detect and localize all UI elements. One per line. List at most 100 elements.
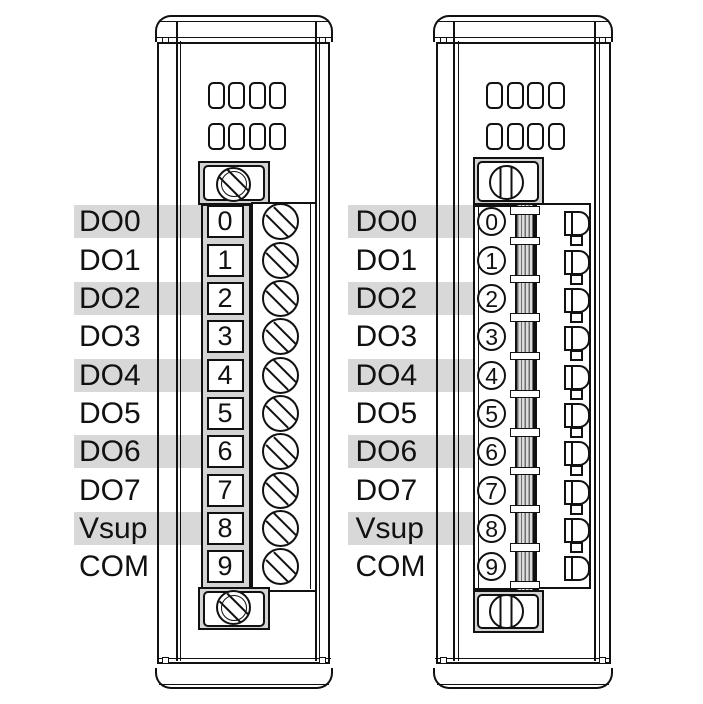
vent-slot — [506, 81, 524, 109]
connector-contact-icon — [563, 517, 590, 543]
terminal-number-circle: 8 — [477, 513, 507, 543]
terminal-screw-icon — [262, 471, 299, 509]
connector-key-icon — [569, 427, 583, 438]
captive-screw-icon — [488, 594, 524, 629]
clamp-tab — [509, 543, 540, 552]
terminal-number-circle: 0 — [477, 207, 507, 237]
signal-label: Vsup — [79, 511, 148, 545]
terminal-screw-icon — [262, 394, 299, 432]
connector-key-icon — [569, 235, 583, 247]
vent-slot — [547, 81, 565, 109]
terminal-number-circle: 4 — [477, 360, 507, 390]
module-top-cap — [154, 15, 333, 42]
terminal-screw-icon — [262, 509, 299, 547]
module-body — [157, 41, 330, 664]
connector-contact-icon — [563, 556, 590, 582]
module-bottom-cap — [154, 668, 333, 689]
terminal-number-circle: 7 — [477, 475, 507, 505]
terminal-number-cell: 5 — [206, 396, 244, 430]
signal-label: DO1 — [79, 243, 141, 277]
vent-slot — [486, 81, 503, 109]
captive-screw-icon — [216, 590, 251, 625]
captive-screw-icon — [488, 165, 524, 200]
signal-label-band — [74, 281, 203, 315]
terminal-number-cell: 0 — [206, 205, 244, 239]
vent-slot — [527, 123, 545, 150]
terminal-number-circle: 5 — [477, 398, 507, 428]
terminal-screw-icon — [262, 433, 299, 471]
terminal-screw-icon — [262, 279, 299, 317]
clamp-tab — [509, 389, 540, 399]
clamp-tab — [509, 504, 540, 514]
clamp-tab — [509, 274, 540, 284]
signal-label: DO7 — [355, 473, 418, 507]
terminal-number-circle: 9 — [477, 552, 507, 582]
signal-label-band — [74, 205, 203, 239]
terminal-number-circle: 1 — [477, 245, 507, 275]
signal-label: DO4 — [79, 358, 141, 392]
vent-slot — [248, 123, 266, 150]
signal-label: DO4 — [355, 358, 418, 392]
connector-contact-icon — [563, 479, 590, 505]
latch-clip — [440, 657, 447, 664]
signal-label: Vsup — [355, 511, 424, 545]
signal-label: DO5 — [355, 396, 418, 430]
signal-label: DO6 — [355, 435, 418, 469]
terminal-number-cell: 1 — [206, 243, 244, 277]
terminal-number-circle: 6 — [477, 437, 507, 467]
connector-key-icon — [569, 388, 583, 400]
connector-contact-icon — [563, 402, 590, 428]
clamp-tab — [509, 466, 540, 476]
connector-key-icon — [569, 503, 583, 515]
signal-label: COM — [355, 550, 426, 584]
captive-screw-icon — [216, 166, 251, 202]
latch-clip — [318, 657, 326, 664]
vent-slot — [248, 81, 266, 109]
signal-label: DO5 — [79, 396, 141, 430]
connector-contact-icon — [563, 364, 590, 390]
clamp-tab — [509, 580, 540, 589]
vent-slot — [527, 81, 545, 109]
clamp-tab — [509, 206, 540, 215]
terminal-number-circle: 2 — [477, 283, 507, 313]
terminal-screw-icon — [262, 356, 299, 394]
connector-contact-icon — [563, 249, 590, 275]
signal-label: DO3 — [355, 320, 418, 354]
signal-label: COM — [79, 550, 149, 584]
connector-key-icon — [569, 312, 583, 324]
signal-label: DO1 — [355, 243, 418, 277]
terminal-screw-icon — [262, 241, 299, 279]
signal-label-band — [74, 435, 203, 469]
connector-key-icon — [569, 273, 583, 285]
module-top-cap — [433, 15, 613, 42]
signal-label: DO6 — [79, 435, 141, 469]
module-bottom-cap — [433, 668, 613, 689]
vent-slot — [228, 81, 246, 109]
latch-clip — [161, 657, 169, 664]
terminal-number-cell: 9 — [206, 550, 244, 584]
signal-label-band — [74, 358, 203, 392]
vent-slot — [269, 81, 287, 109]
terminal-screw-icon — [262, 203, 299, 241]
connector-contact-icon — [563, 211, 590, 237]
connector-contact-icon — [563, 326, 590, 352]
clamp-tab — [509, 313, 540, 322]
terminal-screw-icon — [262, 548, 299, 586]
module-body — [435, 41, 611, 664]
signal-label: DO2 — [79, 281, 141, 315]
terminal-screw-icon — [262, 318, 299, 356]
connector-contact-icon — [563, 441, 590, 467]
terminal-number-cell: 7 — [206, 473, 244, 507]
terminal-number-cell: 6 — [206, 435, 244, 469]
vent-slot — [228, 123, 246, 150]
vent-slot — [547, 123, 565, 150]
terminal-number-cell: 4 — [206, 358, 244, 392]
signal-label: DO7 — [79, 473, 141, 507]
clamp-tab — [509, 428, 540, 437]
connector-key-icon — [569, 465, 583, 477]
clamp-tab — [509, 351, 540, 361]
vent-slot — [207, 81, 225, 109]
